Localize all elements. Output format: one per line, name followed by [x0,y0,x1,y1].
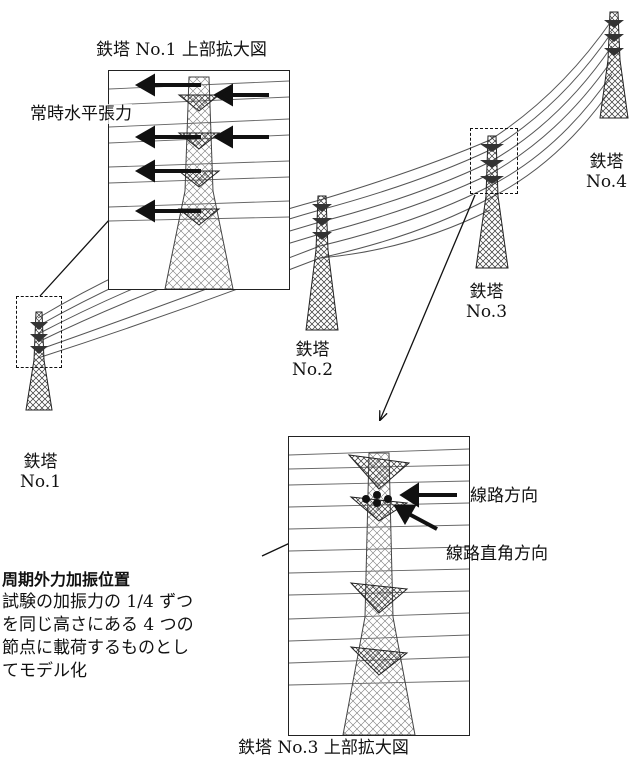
tower-4-label: 鉄塔 No.4 [586,152,627,192]
excitation-note-line-2: を同じ高さにある 4 つの [2,615,194,635]
tower-1-selection [16,296,62,368]
horizontal-tension-label: 常時水平張力 [30,104,132,124]
tower-3-name: 鉄塔 [469,282,504,302]
excitation-note-title: 周期外力加振位置 [2,570,131,589]
tower-1-label: 鉄塔 No.1 [20,452,61,492]
tower-3-number: No.3 [466,302,508,322]
tower-3-illustration [475,135,509,269]
excitation-note-line-4: てモデル化 [2,661,87,681]
tower-4-illustration [599,11,629,119]
horizontal-tension-arrows-right [212,83,269,149]
tower-1-number: No.1 [20,472,62,492]
line-direction-arrow [399,482,457,508]
tower-3-detail-drawing [289,448,469,735]
tower-2-illustration [305,195,339,331]
perpendicular-direction-label: 線路直角方向 [446,544,548,564]
tower-4-name: 鉄塔 [589,152,624,172]
tower-3-label: 鉄塔 No.3 [466,282,507,322]
tower-2-number: No.2 [292,360,334,380]
perpendicular-direction-arrow [393,505,438,531]
tower-1-detail-panel [108,70,290,290]
excitation-note: 周期外力加振位置 試験の加振力の 1/4 ずつ を同じ高さにある 4 つの 節点… [2,568,292,683]
excitation-note-line-3: 節点に載荷するものとし [2,638,189,658]
tower-1-detail-drawing [109,73,289,289]
tower-4-number: No.4 [586,172,628,192]
tower-3-selection [470,128,518,194]
horizontal-tension-arrows [134,73,201,223]
line-direction-label: 線路方向 [470,486,538,506]
callout-arrow-tower-3 [380,194,476,420]
excitation-note-line-1: 試験の加振力の 1/4 ずつ [2,592,194,612]
tower-2-label: 鉄塔 No.2 [292,340,333,380]
excitation-nodes [362,491,392,507]
tower-3-detail-panel [288,436,470,736]
tower-3-detail-caption: 鉄塔 No.3 上部拡大図 [238,738,409,758]
tower-1-name: 鉄塔 [23,452,58,472]
tower-2-name: 鉄塔 [295,340,330,360]
tower-1-illustration [25,311,53,411]
tower-1-detail-caption: 鉄塔 No.1 上部拡大図 [96,40,267,60]
